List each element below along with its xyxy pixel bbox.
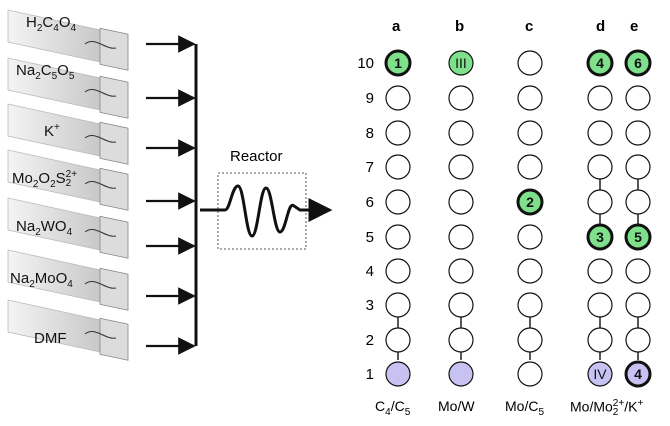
pump-3 (7, 103, 129, 165)
well-b7 (448, 154, 474, 180)
well-d8 (587, 120, 613, 146)
well-d7 (587, 154, 613, 180)
well-b1 (448, 361, 474, 387)
well-d1 (587, 361, 613, 387)
well-d10 (586, 49, 614, 77)
well-c2 (517, 327, 543, 353)
pump-1 (7, 9, 129, 71)
well-a1 (385, 361, 411, 387)
row-number-6: 6 (365, 194, 374, 211)
pump-2 (7, 57, 129, 119)
well-c1 (517, 361, 543, 387)
footer-label-c4-c5: C4/C5 (375, 398, 411, 418)
well-label-e5: 5 (634, 229, 642, 245)
well-b2 (448, 327, 474, 353)
well-b8 (448, 120, 474, 146)
row-number-8: 8 (365, 125, 374, 142)
pump-stack (7, 9, 129, 361)
well-a10 (384, 49, 412, 77)
well-c8 (517, 120, 543, 146)
well-c3 (517, 292, 543, 318)
reagent-label-na2c5o5: Na2C5O5 (16, 62, 75, 82)
well-a3 (385, 292, 411, 318)
row-number-9: 9 (365, 90, 374, 107)
well-a6 (385, 189, 411, 215)
well-e1 (624, 360, 652, 388)
column-letter-a: a (392, 18, 401, 35)
reagent-label-dmf: DMF (34, 330, 67, 347)
well-label-d1: IV (593, 366, 607, 382)
well-e6 (625, 189, 651, 215)
well-c10 (517, 50, 543, 76)
well-b5 (448, 224, 474, 250)
well-a4 (385, 258, 411, 284)
well-c4 (517, 258, 543, 284)
column-letter-c: c (525, 18, 534, 35)
reagent-label-na2moo4: Na2MoO4 (10, 270, 73, 290)
pump-4 (7, 149, 129, 211)
well-e10 (624, 49, 652, 77)
footer-label-mo-mo2-k: Mo/Mo2+2/K+ (570, 397, 644, 418)
well-d3 (587, 292, 613, 318)
well-e3 (625, 292, 651, 318)
reactor-label: Reactor (230, 148, 283, 165)
well-label-d5: 3 (596, 229, 604, 245)
reagent-label-mo2o2s2: Mo2O2S2+2 (12, 169, 78, 190)
footer-label-mo-c5: Mo/C5 (505, 398, 545, 418)
feed-arrows (146, 35, 198, 355)
well-c5 (517, 224, 543, 250)
well-d2 (587, 327, 613, 353)
reagent-label-k: K+ (44, 122, 60, 140)
row-number-1: 1 (365, 366, 374, 383)
well-a2 (385, 327, 411, 353)
well-a5 (385, 224, 411, 250)
footer-label-mo-w: Mo/W (438, 398, 475, 414)
well-b6 (448, 189, 474, 215)
well-d9 (587, 85, 613, 111)
well-label-b10: III (455, 55, 467, 71)
well-label-d10: 4 (596, 55, 604, 71)
reactor-waveform (200, 184, 333, 238)
well-label-c6: 2 (526, 194, 534, 210)
well-a8 (385, 120, 411, 146)
well-d4 (587, 258, 613, 284)
pump-6 (7, 249, 129, 311)
well-e2 (625, 327, 651, 353)
well-d5 (586, 223, 614, 251)
well-c9 (517, 85, 543, 111)
well-label-e10: 6 (634, 55, 642, 71)
pump-5 (7, 197, 129, 259)
pump-7 (7, 299, 129, 361)
well-grid: 1 III 2 4 3IV 6 5 4 (384, 49, 652, 388)
row-number-2: 2 (365, 332, 374, 349)
column-letter-e: e (630, 18, 639, 35)
row-number-7: 7 (365, 159, 374, 176)
well-b10 (448, 50, 474, 76)
well-e7 (625, 154, 651, 180)
row-number-4: 4 (365, 263, 374, 280)
well-d6 (587, 189, 613, 215)
well-c7 (517, 154, 543, 180)
reactor-box (217, 172, 307, 250)
well-c6 (516, 188, 544, 216)
row-number-10: 10 (357, 55, 374, 72)
column-letter-b: b (455, 18, 465, 35)
well-label-a10: 1 (394, 55, 402, 71)
well-e8 (625, 120, 651, 146)
well-a7 (385, 154, 411, 180)
well-e5 (624, 223, 652, 251)
row-number-5: 5 (365, 229, 374, 246)
well-a9 (385, 85, 411, 111)
well-b4 (448, 258, 474, 284)
well-e4 (625, 258, 651, 284)
column-letter-d: d (596, 18, 606, 35)
row-number-3: 3 (365, 297, 374, 314)
well-e9 (625, 85, 651, 111)
reagent-label-h2c4o4: H2C4O4 (26, 14, 77, 34)
well-b9 (448, 85, 474, 111)
reagent-label-na2wo4: Na2WO4 (16, 218, 73, 238)
well-label-e1: 4 (634, 366, 642, 382)
well-b3 (448, 292, 474, 318)
